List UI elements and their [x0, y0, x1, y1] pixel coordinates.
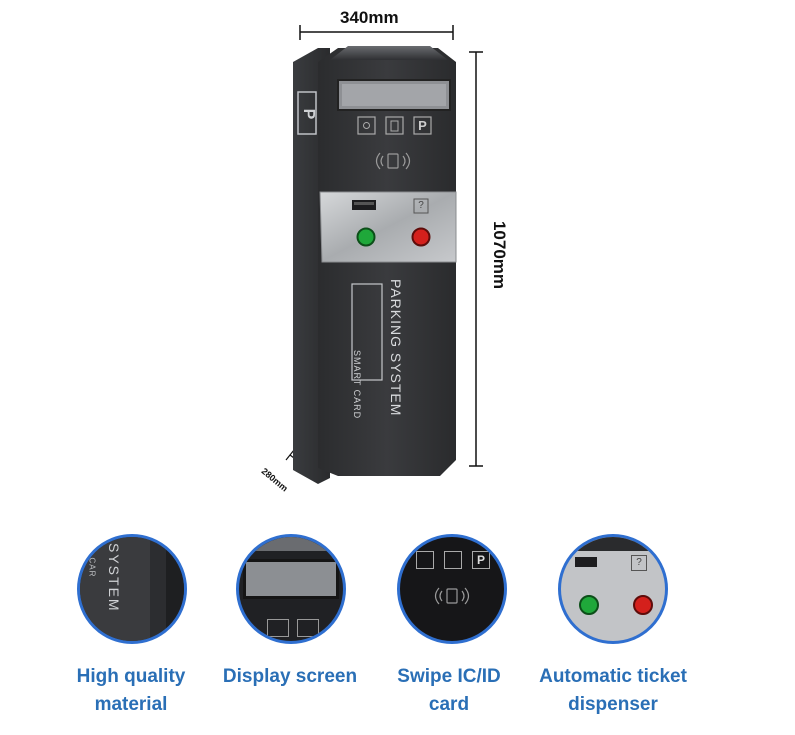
zoom-red-button [633, 595, 653, 615]
parking-p-icon [413, 116, 432, 135]
top-cap [330, 46, 448, 60]
red-button [411, 227, 431, 247]
material-word-system: SYSTEM [106, 543, 122, 613]
steel-control-plate [319, 191, 457, 263]
card-reader-detail-circle: P [397, 534, 507, 644]
material-detail-circle: SYSTEM CAR [77, 534, 187, 644]
zoom-rfid-icon [434, 587, 470, 605]
zoom-parking-p-icon: P [472, 551, 490, 569]
side-p-box [297, 91, 317, 135]
zoom-display-icon [416, 551, 434, 569]
zoom-card-slot [575, 557, 597, 567]
panel-p-label: P [418, 118, 427, 133]
brand-sub-text: SMART CARD [352, 350, 362, 420]
parking-terminal-illustration [285, 25, 483, 484]
brand-frame [351, 283, 383, 381]
zoom-green-button [579, 595, 599, 615]
width-dimension-line [299, 25, 454, 40]
help-glyph: ? [418, 200, 424, 211]
rfid-card-icon [375, 152, 411, 170]
zoom-ticket-icon [444, 551, 462, 569]
side-letter: P [300, 108, 317, 120]
ticket-icon [385, 116, 404, 135]
product-figure: 340mm 1070mm 280mm P P ? PARKING SYSTEM … [260, 8, 509, 494]
brand-main-text: PARKING SYSTEM [388, 279, 404, 417]
dispenser-detail-circle: ? [558, 534, 668, 644]
green-button [356, 227, 376, 247]
display-screen-zoom [243, 559, 339, 599]
help-icon [413, 198, 429, 214]
display-detail-circle [236, 534, 346, 644]
feature-row: SYSTEM CAR P ? High [0, 520, 795, 735]
width-label: 340mm [340, 8, 399, 27]
display-icon [357, 116, 376, 135]
height-label: 1070mm [490, 220, 509, 290]
material-word-car: CAR [87, 557, 97, 578]
height-dimension-line [469, 51, 483, 467]
feature-label-display: Display screen [222, 666, 358, 687]
zoom-help-icon: ? [631, 555, 647, 571]
